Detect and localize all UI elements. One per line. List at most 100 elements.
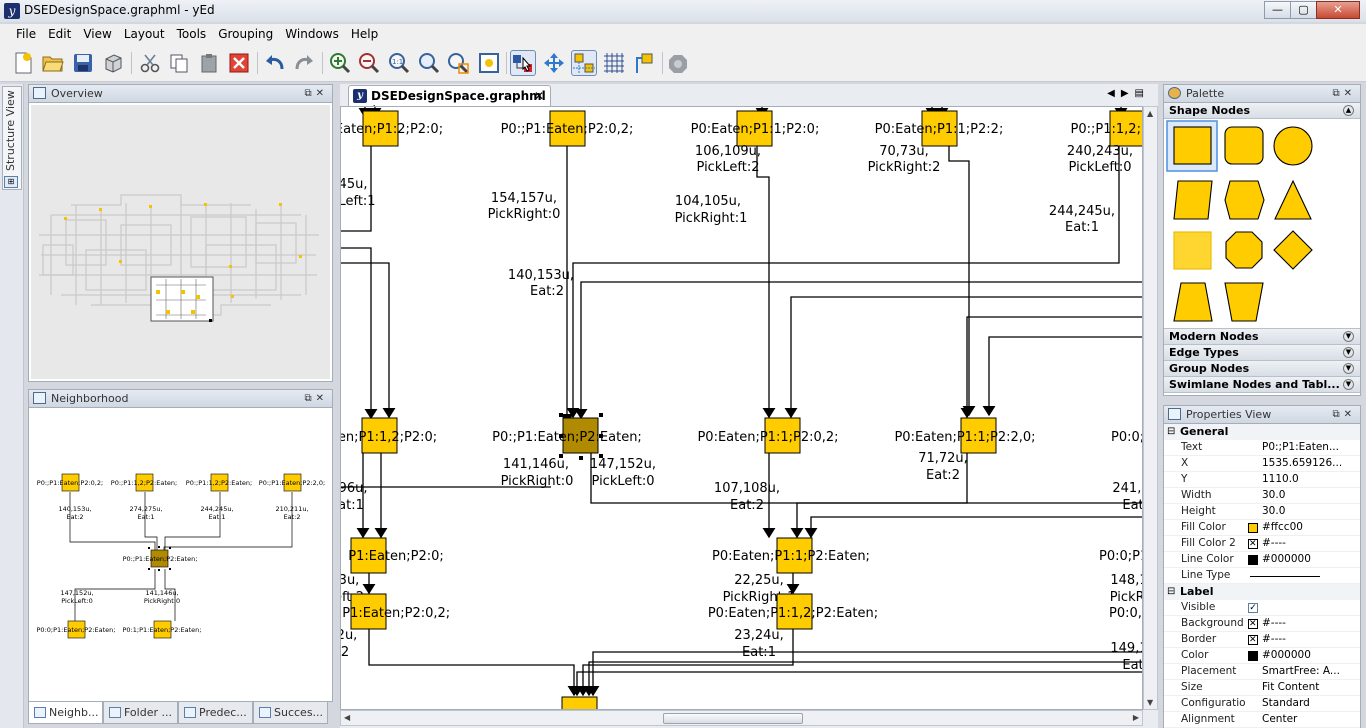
- edit-mode-icon[interactable]: [510, 50, 536, 76]
- group-general[interactable]: General: [1164, 424, 1360, 440]
- expand-icon[interactable]: ▼: [1343, 347, 1354, 358]
- tab-navigation-icons[interactable]: ◀▶▤: [1107, 88, 1150, 99]
- zoom-area-icon[interactable]: [445, 50, 471, 76]
- panel-float-close-icons[interactable]: ⧉✕: [304, 88, 328, 99]
- graph-node[interactable]: P0:Eaten;P1:1;P2:0,2;: [697, 417, 839, 454]
- tab-neighborhood[interactable]: Neighb...: [28, 702, 103, 724]
- graph-node[interactable]: P0:Eaten;P1:1,2;P2:Eaten;: [708, 593, 878, 630]
- minimize-button[interactable]: —: [1264, 1, 1291, 19]
- inverted-trapezoid-shape[interactable]: [1224, 282, 1264, 322]
- neigh-top-node[interactable]: P0:;P1:Eaten;P2:2,0; 210,211u, Eat:2: [259, 473, 325, 521]
- menu-windows[interactable]: Windows: [285, 27, 339, 41]
- octagon-shape[interactable]: [1225, 231, 1263, 269]
- collapse-icon[interactable]: ▲: [1343, 105, 1354, 116]
- graph-node[interactable]: P1:Eaten;P2:0;: [348, 537, 444, 574]
- palette-category-edge-types[interactable]: Edge Types▼: [1164, 345, 1360, 361]
- port-icon[interactable]: [632, 50, 658, 76]
- graph-node[interactable]: P0:Eaten;P1:1;P2:2,0;: [894, 417, 1036, 454]
- new-document-icon[interactable]: [10, 50, 36, 76]
- prop-row-visible[interactable]: Visible✓: [1164, 600, 1360, 616]
- fit-content-icon[interactable]: [476, 50, 502, 76]
- tab-successors[interactable]: Succes...: [253, 702, 328, 724]
- document-tab[interactable]: y DSEDesignSpace.graphml * ✕: [348, 85, 551, 117]
- neigh-bottom-node[interactable]: P0:0;P1:Eaten;P2:Eaten; 147,152u, PickLe…: [37, 589, 116, 639]
- palette-category-swimlane[interactable]: Swimlane Nodes and Tabl...▼: [1164, 377, 1360, 393]
- graph-node[interactable]: P0:;P1:Eaten;P2:0,2;: [501, 110, 634, 147]
- graph-node[interactable]: P0:;P1:1,2;P2:: [1071, 110, 1143, 147]
- prop-row-fill-color[interactable]: Fill Color#ffcc00: [1164, 520, 1360, 536]
- prop-row-color[interactable]: Color#000000: [1164, 648, 1360, 664]
- panel-float-close-icons[interactable]: ⧉✕: [1332, 409, 1356, 420]
- plugin-icon[interactable]: [666, 50, 692, 76]
- overview-minimap[interactable]: [31, 105, 330, 379]
- delete-icon[interactable]: [226, 50, 252, 76]
- paste-icon[interactable]: [196, 50, 222, 76]
- tab-folder[interactable]: Folder ...: [103, 702, 178, 724]
- horizontal-scroll-thumb[interactable]: [663, 713, 803, 724]
- navigation-mode-icon[interactable]: [541, 50, 567, 76]
- neigh-top-node[interactable]: P0:;P1:1,2;P2:Eaten; 244,245u, Eat:1: [186, 473, 252, 521]
- graph-node[interactable]: ;P1:Eaten;P2:0,2;: [341, 593, 450, 630]
- menu-layout[interactable]: Layout: [123, 27, 165, 41]
- menu-help[interactable]: Help: [350, 27, 379, 41]
- zoom-fit-icon[interactable]: [416, 50, 442, 76]
- prop-row-line-color[interactable]: Line Color#000000: [1164, 552, 1360, 568]
- graph-node[interactable]: P0:Eaten;P1:1;P2:Eaten;: [712, 537, 870, 574]
- horizontal-scrollbar[interactable]: ◀▶: [340, 710, 1143, 726]
- menu-tools[interactable]: Tools: [176, 27, 207, 41]
- rectangle-shape[interactable]: [1173, 126, 1212, 165]
- graph-node[interactable]: [561, 696, 598, 710]
- prop-row-line-type[interactable]: Line Type: [1164, 568, 1360, 584]
- grid-icon[interactable]: [601, 50, 627, 76]
- palette-category-modern-nodes[interactable]: Modern Nodes▼: [1164, 329, 1360, 345]
- expand-icon[interactable]: ▼: [1343, 363, 1354, 374]
- group-label[interactable]: Label: [1164, 584, 1360, 600]
- cut-icon[interactable]: [137, 50, 163, 76]
- tab-predecessors[interactable]: Predec...: [178, 702, 253, 724]
- hexagon-shape[interactable]: [1224, 180, 1265, 220]
- graph-node[interactable]: aten;P1:1,2;P2:0;: [341, 417, 437, 454]
- expand-icon[interactable]: ▼: [1343, 331, 1354, 342]
- prop-row-background[interactable]: Background#----: [1164, 616, 1360, 632]
- neighborhood-graph[interactable]: P0:;P1:Eaten;P2:0,2; 140,153u, Eat:2 P0:…: [30, 409, 331, 701]
- panel-float-close-icons[interactable]: ⧉✕: [1332, 88, 1356, 99]
- palette-category-shape-nodes[interactable]: Shape Nodes▲: [1164, 103, 1360, 119]
- neigh-bottom-node[interactable]: P0:1;P1:Eaten;P2:Eaten; 141,146u, PickRi…: [123, 589, 202, 639]
- graph-canvas[interactable]: Eaten;P1:2;P2:0; P0:;P1:Eaten;P2:0,2; P0…: [340, 106, 1143, 710]
- visible-checkbox[interactable]: ✓: [1248, 603, 1258, 613]
- graph-node[interactable]: P0:Eaten;P1:1;P2:0;: [691, 110, 820, 147]
- graph-node[interactable]: P0:Eaten;P1:1;P2:2;: [875, 110, 1004, 147]
- menu-grouping[interactable]: Grouping: [218, 27, 274, 41]
- redo-icon[interactable]: [291, 50, 317, 76]
- neigh-center-node[interactable]: P0:;P1:Eaten;P2:Eaten;: [123, 546, 198, 571]
- neigh-top-node[interactable]: P0:;P1:Eaten;P2:0,2; 140,153u, Eat:2: [37, 473, 103, 521]
- snap-icon[interactable]: [571, 50, 597, 76]
- diamond-shape[interactable]: [1273, 230, 1313, 270]
- close-tab-icon[interactable]: ✕: [533, 89, 544, 103]
- prop-row-border[interactable]: Border#----: [1164, 632, 1360, 648]
- maximize-button[interactable]: ▢: [1290, 1, 1317, 19]
- zoom-original-icon[interactable]: 1:1: [386, 50, 412, 76]
- rectangle-noborder-shape[interactable]: [1173, 231, 1212, 270]
- palette-category-group-nodes[interactable]: Group Nodes▼: [1164, 361, 1360, 377]
- zoom-in-icon[interactable]: [327, 50, 353, 76]
- menu-edit[interactable]: Edit: [48, 27, 72, 41]
- structure-view-tab[interactable]: Structure View: [2, 86, 22, 190]
- ellipse-shape[interactable]: [1273, 126, 1313, 166]
- neigh-top-node[interactable]: P0:;P1:1,2;P2:Eaten; 274,275u, Eat:1: [111, 473, 177, 521]
- menu-view[interactable]: View: [83, 27, 112, 41]
- trapezoid-shape[interactable]: [1173, 282, 1213, 322]
- panel-float-close-icons[interactable]: ⧉✕: [304, 393, 328, 404]
- close-window-button[interactable]: ✕: [1316, 1, 1360, 19]
- graph-node-selected[interactable]: P0:;P1:Eaten;P2:Eaten;: [492, 412, 642, 460]
- triangle-shape[interactable]: [1274, 179, 1312, 220]
- expand-icon[interactable]: ▼: [1343, 379, 1354, 390]
